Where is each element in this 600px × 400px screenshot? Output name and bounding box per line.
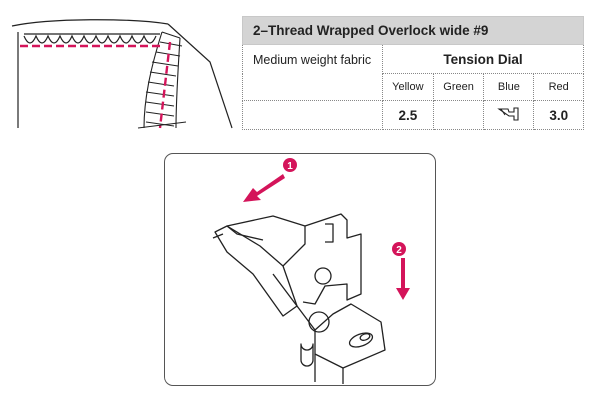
- fabric-fold: [137, 121, 187, 129]
- fabric-stitch-illustration: [11, 19, 233, 129]
- step-2-number: 2: [396, 245, 402, 256]
- dial-color-blue: Blue: [483, 73, 535, 101]
- value-yellow: 2.5: [381, 100, 434, 130]
- step-1-number: 1: [287, 161, 293, 172]
- empty-cell: [242, 100, 383, 130]
- arrow-step-1: [243, 174, 285, 202]
- tension-settings-table: 2–Thread Wrapped Overlock wide #9 Medium…: [242, 16, 585, 130]
- presser-foot-body: [212, 213, 386, 384]
- dial-color-red: Red: [533, 73, 584, 101]
- fabric-right-edge: [167, 23, 233, 129]
- table-title: 2–Thread Wrapped Overlock wide #9: [242, 16, 584, 45]
- value-red: 3.0: [533, 100, 584, 130]
- presser-foot-diagram: 1 2: [164, 153, 436, 386]
- overlock-scallops-top: [23, 33, 160, 44]
- fabric-top-edge: [11, 19, 169, 27]
- needle-line-diagonal: [158, 41, 172, 129]
- tension-dial-header: Tension Dial: [381, 44, 585, 74]
- thread-tension-release-icon: [497, 106, 519, 121]
- step-1-badge: [283, 158, 297, 172]
- presser-foot-drawing: 1 2: [212, 158, 410, 384]
- arrow-step-2: [396, 258, 410, 300]
- dial-color-green: Green: [432, 73, 485, 101]
- step-2-badge: [392, 242, 406, 256]
- fabric-type-label: Medium weight fabric: [242, 44, 383, 101]
- value-blue: [483, 100, 535, 130]
- value-green: [432, 100, 485, 130]
- overlock-wraps-diagonal: [143, 31, 183, 129]
- dial-color-yellow: Yellow: [381, 73, 434, 101]
